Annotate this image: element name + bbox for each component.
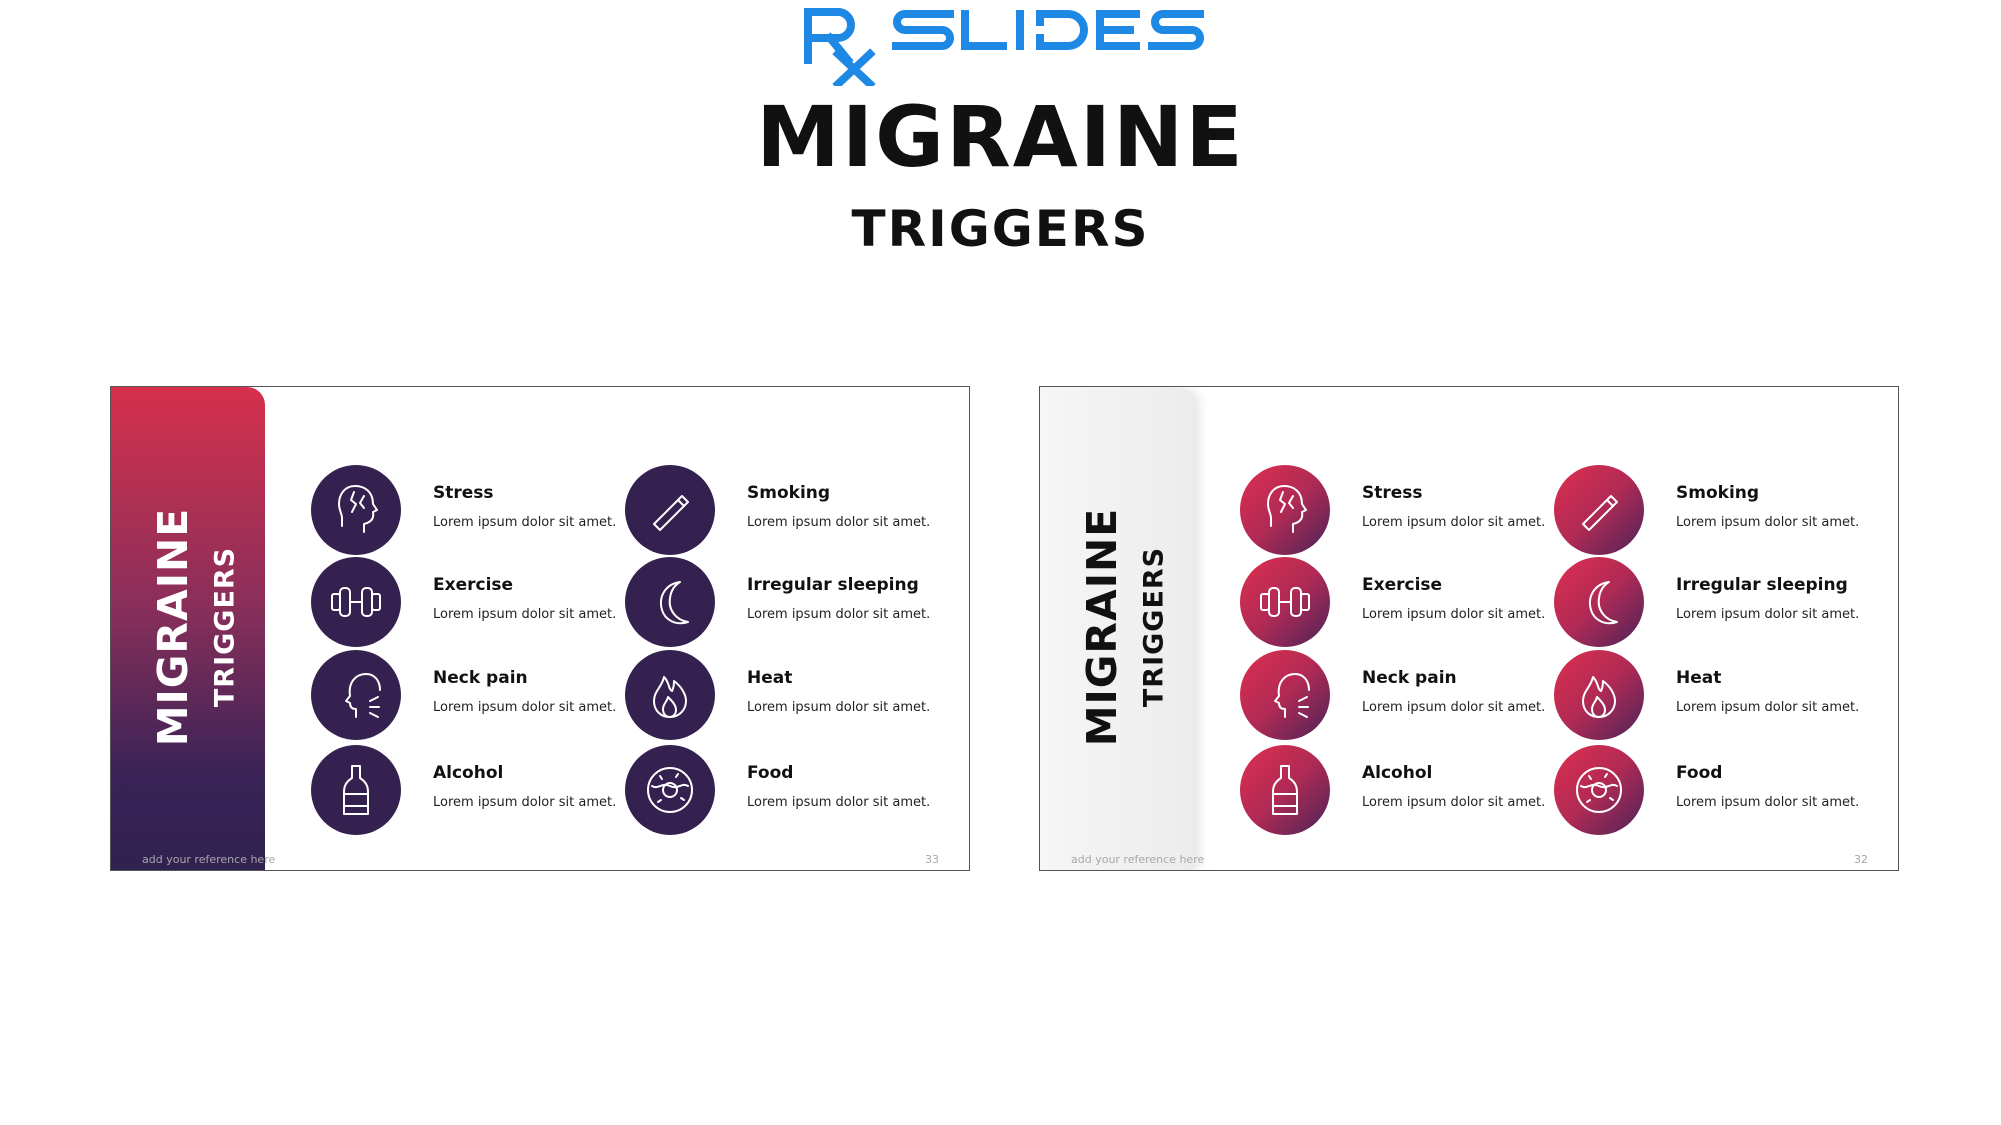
trigger-label: Exercise <box>1362 575 1443 595</box>
donut-icon <box>1554 745 1644 835</box>
trigger-label: Stress <box>433 483 494 503</box>
dumbbell-icon <box>1240 557 1330 647</box>
trigger-label: Irregular sleeping <box>1676 575 1848 595</box>
trigger-label: Exercise <box>433 575 514 595</box>
trigger-description: Lorem ipsum dolor sit amet. <box>1676 795 1860 810</box>
page-title: MIGRAINE <box>756 88 1245 186</box>
trigger-description: Lorem ipsum dolor sit amet. <box>433 607 617 622</box>
slide-side-band: MIGRAINE TRIGGERS <box>1040 387 1194 870</box>
band-subtitle: TRIGGERS <box>1138 546 1170 708</box>
trigger-description: Lorem ipsum dolor sit amet. <box>1676 607 1860 622</box>
trigger-label: Alcohol <box>1362 763 1433 783</box>
trigger-description: Lorem ipsum dolor sit amet. <box>433 515 617 530</box>
trigger-description: Lorem ipsum dolor sit amet. <box>1362 607 1546 622</box>
trigger-description: Lorem ipsum dolor sit amet. <box>1362 700 1546 715</box>
moon-icon <box>625 557 715 647</box>
flame-icon <box>1554 650 1644 740</box>
trigger-label: Heat <box>1676 668 1722 688</box>
page-number: 32 <box>1854 853 1868 866</box>
trigger-description: Lorem ipsum dolor sit amet. <box>747 607 931 622</box>
cigarette-icon <box>1554 465 1644 555</box>
cigarette-icon <box>625 465 715 555</box>
trigger-description: Lorem ipsum dolor sit amet. <box>1676 515 1860 530</box>
trigger-label: Food <box>747 763 794 783</box>
band-title: MIGRAINE <box>1078 507 1126 747</box>
head-crack-icon <box>311 465 401 555</box>
trigger-label: Irregular sleeping <box>747 575 919 595</box>
trigger-label: Neck pain <box>1362 668 1457 688</box>
reference-note: add your reference here <box>142 853 276 866</box>
moon-icon <box>1554 557 1644 647</box>
bottle-icon <box>1240 745 1330 835</box>
trigger-label: Food <box>1676 763 1723 783</box>
trigger-description: Lorem ipsum dolor sit amet. <box>433 795 617 810</box>
trigger-description: Lorem ipsum dolor sit amet. <box>747 700 931 715</box>
trigger-description: Lorem ipsum dolor sit amet. <box>747 515 931 530</box>
trigger-description: Lorem ipsum dolor sit amet. <box>1676 700 1860 715</box>
donut-icon <box>625 745 715 835</box>
trigger-label: Stress <box>1362 483 1423 503</box>
page-subtitle: TRIGGERS <box>851 200 1150 258</box>
trigger-description: Lorem ipsum dolor sit amet. <box>1362 795 1546 810</box>
trigger-description: Lorem ipsum dolor sit amet. <box>433 700 617 715</box>
trigger-description: Lorem ipsum dolor sit amet. <box>1362 515 1546 530</box>
reference-note: add your reference here <box>1071 853 1205 866</box>
trigger-description: Lorem ipsum dolor sit amet. <box>747 795 931 810</box>
dumbbell-icon <box>311 557 401 647</box>
page-number: 33 <box>925 853 939 866</box>
neck-pain-icon <box>311 650 401 740</box>
band-title: MIGRAINE <box>149 507 197 747</box>
flame-icon <box>625 650 715 740</box>
trigger-label: Smoking <box>1676 483 1760 503</box>
head-crack-icon <box>1240 465 1330 555</box>
trigger-label: Alcohol <box>433 763 504 783</box>
trigger-label: Neck pain <box>433 668 528 688</box>
rx-slides-logo <box>804 7 1204 86</box>
trigger-label: Smoking <box>747 483 831 503</box>
slide-side-band: MIGRAINE TRIGGERS <box>111 387 265 870</box>
neck-pain-icon <box>1240 650 1330 740</box>
bottle-icon <box>311 745 401 835</box>
band-subtitle: TRIGGERS <box>209 546 241 708</box>
trigger-label: Heat <box>747 668 793 688</box>
